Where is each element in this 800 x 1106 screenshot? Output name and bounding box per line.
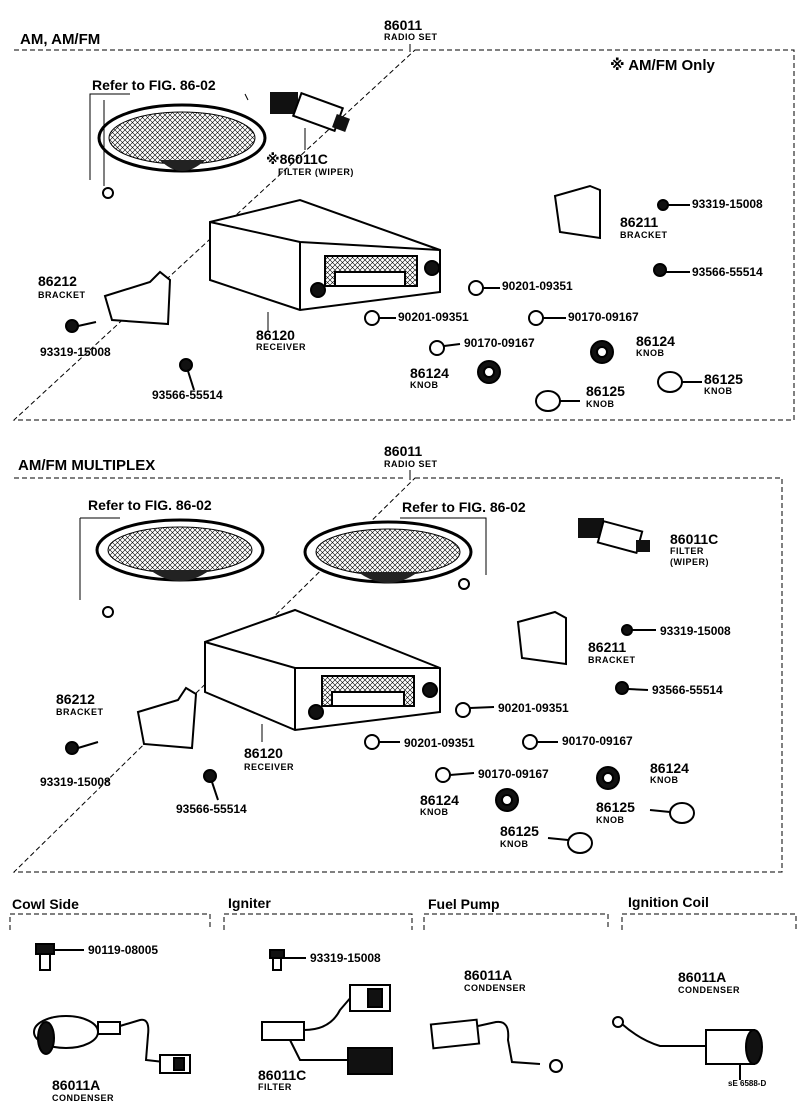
speaker-icon [95, 518, 265, 582]
receiver-part-number: 86120 [244, 745, 283, 761]
cowl-side-title: Cowl Side [12, 896, 79, 912]
filter-icon [261, 949, 393, 1075]
filter-label: FILTER [670, 546, 704, 556]
nut-a2-part-number: 90201-09351 [404, 736, 475, 750]
nut-icon [102, 187, 114, 199]
radio-set-label: RADIO SET [384, 32, 438, 42]
knob-a2-label: KNOB [410, 380, 439, 390]
knob-a1-label: KNOB [636, 348, 665, 358]
cowl-condenser-part-number: 86011A [52, 1077, 101, 1093]
bracket-right-part-number: 86211 [620, 214, 659, 230]
radio-set-part-number: 86011 [384, 443, 423, 459]
screw-right-part-number: 93566-55514 [692, 265, 763, 279]
filter-part-number: ※86011C [266, 151, 328, 167]
nut-b1-part-number: 90170-09167 [562, 734, 633, 748]
receiver-label: RECEIVER [244, 762, 295, 772]
knob-b2-label: KNOB [704, 386, 733, 396]
knob-a1-label: KNOB [650, 775, 679, 785]
screw-left-part-number: 93566-55514 [176, 802, 247, 816]
knob-a2-label: KNOB [420, 807, 449, 817]
figure-code: sE 6588-D [728, 1079, 767, 1088]
coil-condenser-label: CONDENSER [678, 985, 741, 995]
speaker-icon [303, 520, 473, 584]
screw-right-part-number: 93566-55514 [652, 683, 723, 697]
knob-b2-part-number: 86125 [704, 371, 743, 387]
bolt-left-part-number: 93319-15008 [40, 775, 111, 789]
bolt-right-part-number: 93319-15008 [660, 624, 731, 638]
bracket-icon [103, 184, 601, 326]
receiver-icon [204, 608, 441, 732]
nut-a2-part-number: 90201-09351 [398, 310, 469, 324]
bracket-left-part-number: 86212 [38, 273, 77, 289]
refer-fig-label-right: Refer to FIG. 86-02 [402, 499, 526, 515]
fuel-condenser-part-number: 86011A [464, 967, 513, 983]
nut-b2-part-number: 90170-09167 [478, 767, 549, 781]
refer-fig-label-left: Refer to FIG. 86-02 [88, 497, 212, 513]
hardware-icons [65, 199, 690, 391]
bracket-left-label: BRACKET [56, 707, 104, 717]
knob-a1-part-number: 86124 [650, 760, 689, 776]
am-fm-only-note: ※ AM/FM Only [610, 57, 715, 74]
section-title-am: AM, AM/FM [20, 31, 101, 48]
condenser-icon [33, 943, 191, 1074]
knob-b1-part-number: 86125 [586, 383, 625, 399]
ignition-coil-title: Ignition Coil [628, 894, 709, 910]
knob-b2-label: KNOB [500, 839, 529, 849]
filter-label-wiper: (WIPER) [670, 557, 709, 567]
bracket-left-part-number: 86212 [56, 691, 95, 707]
nut-icon [102, 606, 114, 618]
knob-icons [495, 766, 695, 854]
bracket-right-part-number: 86211 [588, 639, 627, 655]
section-title-mpx: AM/FM MULTIPLEX [18, 457, 156, 474]
knob-b1-label: KNOB [596, 815, 625, 825]
bracket-right-label: BRACKET [588, 655, 636, 665]
knob-b1-part-number: 86125 [596, 799, 635, 815]
fuel-pump-title: Fuel Pump [428, 896, 500, 912]
knob-b2-part-number: 86125 [500, 823, 539, 839]
filter-label: FILTER (WIPER) [278, 167, 354, 177]
knob-a2-part-number: 86124 [410, 365, 449, 381]
bracket-left-label: BRACKET [38, 290, 86, 300]
receiver-part-number: 86120 [256, 327, 295, 343]
nut-a1-part-number: 90201-09351 [498, 701, 569, 715]
radio-set-part-number: 86011 [384, 17, 423, 33]
cowl-bolt-part-number: 90119-08005 [88, 943, 159, 957]
coil-condenser-part-number: 86011A [678, 969, 727, 985]
bolt-right-part-number: 93319-15008 [692, 197, 763, 211]
filter-wiper-icon [270, 91, 350, 133]
section-am-frame [12, 49, 795, 421]
speaker-icon [97, 103, 267, 173]
receiver-icon [209, 198, 441, 312]
knob-a2-part-number: 86124 [420, 792, 459, 808]
condenser-icon [429, 1018, 563, 1073]
condenser-icon [612, 1016, 763, 1080]
igniter-title: Igniter [228, 895, 271, 911]
radio-set-label: RADIO SET [384, 459, 438, 469]
receiver-label: RECEIVER [256, 342, 307, 352]
screw-left-part-number: 93566-55514 [152, 388, 223, 402]
nut-a1-part-number: 90201-09351 [502, 279, 573, 293]
filter-wiper-icon [578, 518, 650, 555]
knob-b1-label: KNOB [586, 399, 615, 409]
nut-b1-part-number: 90170-09167 [568, 310, 639, 324]
hardware-icons [65, 624, 656, 801]
nut-icon [458, 578, 470, 590]
igniter-bolt-part-number: 93319-15008 [310, 951, 381, 965]
knob-a1-part-number: 86124 [636, 333, 675, 349]
igniter-filter-label: FILTER [258, 1082, 292, 1092]
knob-icons [477, 340, 702, 412]
bracket-icon [136, 610, 567, 750]
filter-part-number: 86011C [670, 531, 719, 547]
cowl-condenser-label: CONDENSER [52, 1093, 115, 1103]
nut-b2-part-number: 90170-09167 [464, 336, 535, 350]
bolt-left-part-number: 93319-15008 [40, 345, 111, 359]
bracket-right-label: BRACKET [620, 230, 668, 240]
fuel-condenser-label: CONDENSER [464, 983, 527, 993]
igniter-filter-part-number: 86011C [258, 1067, 307, 1083]
refer-fig-label: Refer to FIG. 86-02 [92, 77, 216, 93]
bottom-frames [9, 913, 797, 930]
